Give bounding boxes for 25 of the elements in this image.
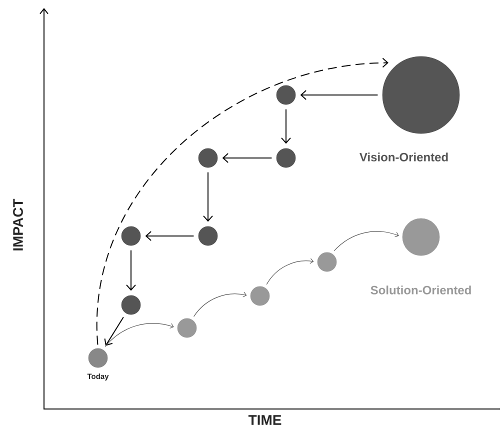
arrow <box>104 316 124 346</box>
circle <box>120 226 142 246</box>
arrow <box>222 153 272 163</box>
axis-title: IMPACT <box>13 198 23 250</box>
node-label: Vision-Oriented <box>360 152 448 162</box>
curved-arrow <box>104 323 174 348</box>
circle <box>176 318 198 338</box>
circle <box>198 148 218 168</box>
arrow <box>300 90 378 100</box>
circle <box>120 294 142 316</box>
circle <box>198 226 218 246</box>
dashed-arrow <box>97 58 388 346</box>
circle <box>250 286 270 306</box>
circle <box>316 252 338 272</box>
curved-arrow <box>194 292 247 317</box>
arrow <box>145 231 194 241</box>
circle <box>276 148 296 168</box>
node-label: Solution-Oriented <box>370 286 471 294</box>
arrow <box>281 108 291 144</box>
curved-arrow <box>334 231 399 252</box>
arrow <box>126 250 136 291</box>
curved-arrow <box>266 258 314 285</box>
axis-title: TIME <box>248 415 282 425</box>
arrow <box>203 172 213 222</box>
circle <box>276 84 296 106</box>
